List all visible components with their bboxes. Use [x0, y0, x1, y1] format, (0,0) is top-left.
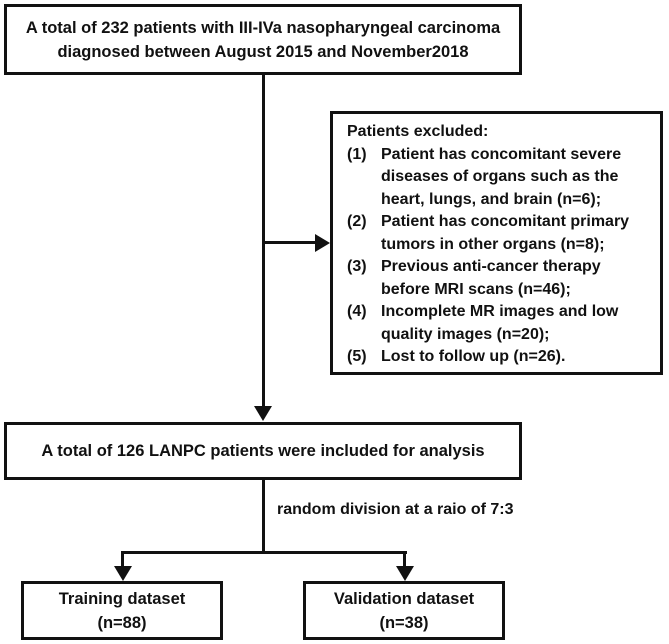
training-dataset-label: Training dataset: [58, 589, 186, 608]
excluded-item-text: Incomplete MR images and low quality ima…: [381, 303, 619, 343]
excluded-item: (4) Incomplete MR images and low quality…: [347, 301, 648, 346]
random-division-label: random division at a raio of 7:3: [277, 501, 514, 518]
excluded-item-text: Lost to follow up (n=26).: [381, 348, 566, 365]
excluded-item-text: Previous anti-cancer therapy before MRI …: [381, 258, 601, 298]
connector-top-to-included: [262, 74, 265, 407]
arrowhead-training-icon: [114, 566, 132, 581]
arrowhead-included-icon: [254, 406, 272, 421]
validation-dataset-label: Validation dataset: [333, 589, 475, 608]
arrowhead-validation-icon: [396, 566, 414, 581]
excluded-item-number: (2): [347, 213, 367, 230]
excluded-item-number: (1): [347, 145, 367, 163]
excluded-patients-box: Patients excluded: (1) Patient has conco…: [330, 111, 663, 375]
excluded-title: Patients excluded:: [347, 123, 489, 140]
excluded-item: (3) Previous anti-cancer therapy before …: [347, 256, 648, 301]
connector-to-validation: [403, 551, 406, 567]
connector-split-horizontal: [121, 551, 407, 554]
excluded-item: (1) Patient has concomitant severe disea…: [347, 144, 648, 212]
excluded-item-number: (3): [347, 258, 367, 275]
excluded-item-text: Patient has concomitant primary tumors i…: [381, 213, 630, 253]
total-patients-box: A total of 232 patients with III-IVa nas…: [4, 4, 522, 75]
connector-to-training: [121, 551, 124, 567]
excluded-item-number: (5): [347, 348, 367, 365]
excluded-item-number: (4): [347, 303, 367, 320]
included-patients-text: A total of 126 LANPC patients were inclu…: [41, 442, 485, 460]
excluded-item: (5) Lost to follow up (n=26).: [347, 346, 648, 369]
total-patients-line2: diagnosed between August 2015 and Novemb…: [57, 42, 469, 61]
excluded-item-text: Patient has concomitant severe diseases …: [381, 145, 622, 208]
connector-to-excluded: [262, 241, 317, 244]
validation-dataset-box: Validation dataset (n=38): [303, 581, 505, 640]
training-dataset-count: (n=88): [97, 613, 147, 632]
included-patients-box: A total of 126 LANPC patients were inclu…: [4, 422, 522, 480]
validation-dataset-count: (n=38): [379, 613, 429, 632]
connector-included-to-split: [262, 480, 265, 553]
training-dataset-box: Training dataset (n=88): [21, 581, 223, 640]
excluded-item: (2) Patient has concomitant primary tumo…: [347, 211, 648, 256]
arrowhead-excluded-icon: [315, 234, 330, 252]
total-patients-line1: A total of 232 patients with III-IVa nas…: [25, 18, 501, 37]
